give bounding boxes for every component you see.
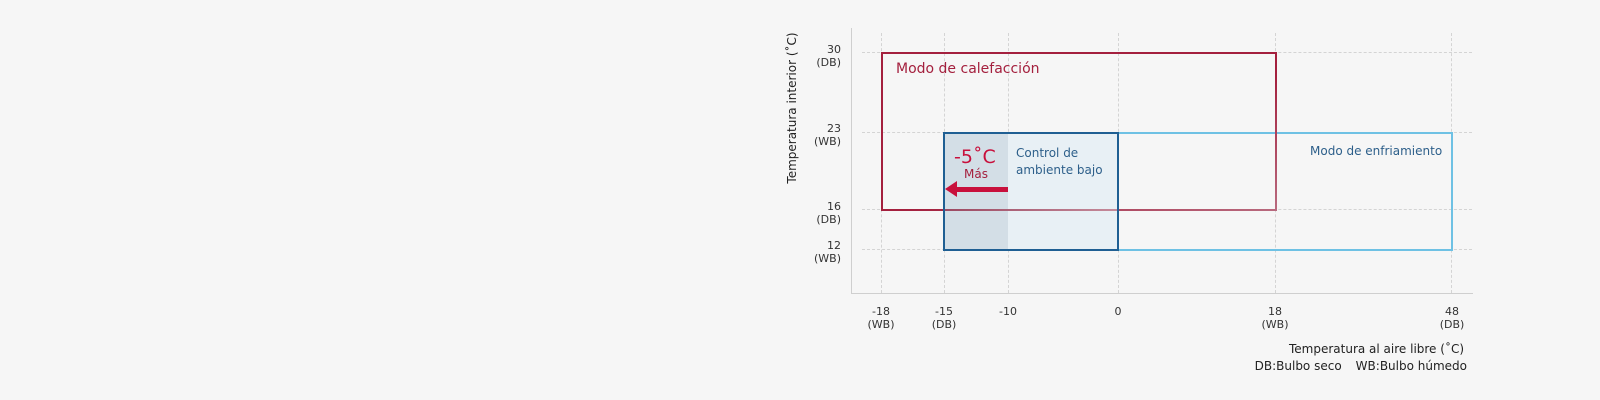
low-ambient-label-line1: Control de	[1016, 146, 1079, 160]
left-arrow-icon	[956, 187, 1008, 192]
minus5-annotation: -5˚C	[954, 146, 996, 168]
x-tick--18: -18 (WB)	[867, 305, 895, 331]
y-axis-label: Temperatura interior (˚C)	[785, 32, 799, 184]
x-axis-line	[851, 293, 1473, 294]
y-tick-23: 23 (WB)	[813, 122, 841, 148]
mas-annotation: Más	[964, 167, 988, 181]
y-tick-12: 12 (WB)	[813, 239, 841, 265]
x-tick-18: 18 (WB)	[1261, 305, 1289, 331]
low-ambient-label-line2: ambiente bajo	[1016, 163, 1103, 177]
legend-wb: WB:Bulbo húmedo	[1355, 359, 1467, 373]
legend: DB:Bulbo seco WB:Bulbo húmedo	[1255, 359, 1467, 373]
cooling-mode-label: Modo de enfriamiento	[1310, 144, 1443, 158]
y-tick-30: 30 (DB)	[816, 43, 841, 69]
x-tick--15: -15 (DB)	[931, 305, 957, 331]
legend-db: DB:Bulbo seco	[1254, 359, 1342, 373]
x-axis-label: Temperatura al aire libre (˚C)	[1288, 342, 1464, 356]
x-tick--10: -10	[999, 305, 1017, 318]
y-axis-line	[851, 28, 852, 294]
cooling-mode-box	[1117, 132, 1453, 251]
left-arrow-head-icon	[945, 181, 957, 197]
y-tick-16: 16 (DB)	[816, 200, 841, 226]
x-tick-48: 48 (DB)	[1439, 305, 1465, 331]
low-ambient-label: Control de ambiente bajo	[1016, 145, 1103, 179]
x-tick-0: 0	[1114, 305, 1122, 318]
low-ambient-right-border	[1117, 132, 1119, 251]
low-ambient-left-border	[943, 132, 945, 251]
heating-bottom-line	[945, 209, 1117, 211]
heating-mode-label: Modo de calefacción	[896, 61, 1040, 77]
